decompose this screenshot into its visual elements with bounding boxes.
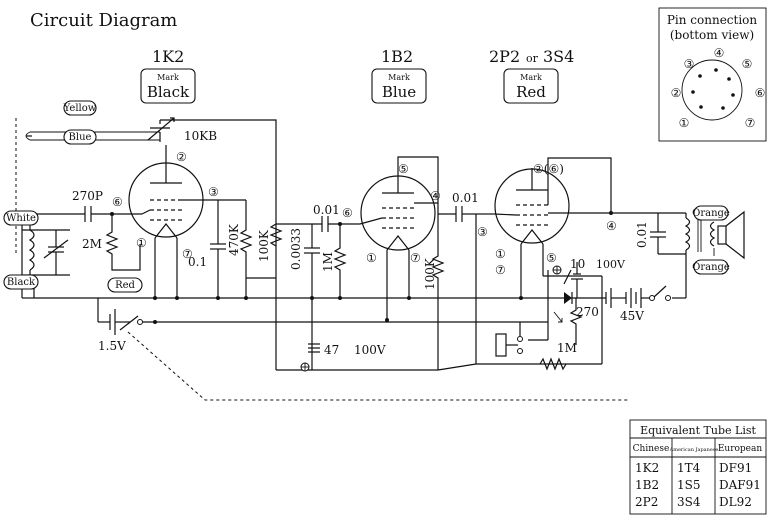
- wire-label-yellow: Yellow: [63, 103, 97, 114]
- pin-label-2: ②: [671, 86, 682, 100]
- label-100k-a: 100K: [257, 229, 271, 262]
- label-0-01-c: 0.01: [635, 221, 649, 248]
- tube1-pin: ⑥: [112, 195, 123, 209]
- tube3-mark-box: [503, 68, 559, 104]
- pin-label-7: ⑦: [745, 116, 756, 130]
- tube2-mark-color: Blue: [382, 83, 416, 101]
- equiv-header-american-japanese: American Japanese: [669, 447, 719, 453]
- tube2-mark-box: [371, 68, 427, 104]
- tube3-pin: ⑤: [546, 251, 557, 265]
- tube3-pin: ②(⑥): [533, 162, 564, 176]
- wire-label-orange-top: Orange: [692, 208, 730, 219]
- label-270p: 270P: [72, 189, 103, 203]
- label-0-01-b: 0.01: [452, 191, 479, 205]
- tube2-pin: ⑤: [398, 162, 409, 176]
- equiv-cell: 1T4: [677, 461, 701, 475]
- tube1-pin: ①: [136, 236, 147, 250]
- label-0-01-a: 0.01: [313, 203, 340, 217]
- pin-label-3: ③: [684, 57, 695, 71]
- label-0-0033: 0.0033: [289, 228, 303, 270]
- label-10: 10: [570, 257, 585, 271]
- tube3-or: or: [526, 52, 539, 65]
- equiv-cell: 1S5: [677, 478, 701, 492]
- label-270: 270: [576, 305, 599, 319]
- tube1-pin: ②: [176, 150, 187, 164]
- tube2-pin: ⑦: [410, 251, 421, 265]
- tube1-name: 1K2: [152, 47, 184, 66]
- wire-label-orange-bottom: Orange: [692, 262, 730, 273]
- label-100v-a: 100V: [596, 258, 626, 271]
- wire-label-blue: Blue: [69, 132, 92, 143]
- label-100v-b: 100V: [354, 343, 386, 357]
- equivalent-tube-table: Equivalent Tube List Chinese American Ja…: [629, 419, 767, 515]
- pin-label-5: ⑤: [742, 57, 753, 71]
- label-47: 47: [324, 343, 339, 357]
- tube2-pin: ①: [366, 251, 377, 265]
- tube3-pin: ⑦: [495, 263, 506, 277]
- tube3-pin: ④: [606, 219, 617, 233]
- pin-label-1: ①: [679, 116, 690, 130]
- equiv-header-european: European: [718, 444, 763, 454]
- equiv-cell: 3S4: [677, 495, 701, 509]
- label-0-1: 0.1: [188, 255, 207, 269]
- label-470k: 470K: [227, 223, 241, 256]
- equiv-cell: 2P2: [635, 495, 658, 509]
- pin-connection-panel: Pin connection (bottom view) ① ② ③ ④ ⑤ ⑥…: [658, 7, 767, 142]
- label-45v: 45V: [620, 309, 644, 323]
- pin-label-4: ④: [714, 46, 725, 60]
- tube3-mark-color: Red: [516, 83, 546, 101]
- tube3-pin: ①: [495, 247, 506, 261]
- label-1m-b: 1M: [557, 341, 577, 355]
- tube2-pin: ⑥: [342, 206, 353, 220]
- equiv-cell: DAF91: [719, 478, 761, 492]
- tube3-pin: ③: [477, 225, 488, 239]
- tube1-pin: ⑦: [182, 247, 193, 261]
- tube1-mark-label: Mark: [157, 73, 179, 82]
- label-1-5v: 1.5V: [98, 339, 126, 353]
- equiv-header-chinese: Chinese: [633, 444, 670, 454]
- label-100k-b: 100K: [423, 257, 437, 290]
- label-10kb: 10KB: [184, 129, 217, 143]
- tube3-name: 2P2: [489, 47, 520, 66]
- equiv-table-title: Equivalent Tube List: [640, 424, 756, 437]
- tube1-pin: ③: [208, 185, 219, 199]
- tube3-alt: 3S4: [543, 47, 574, 66]
- wire-label-white: White: [6, 213, 36, 224]
- tube1-mark-box: [140, 68, 196, 104]
- pin-connection-subtitle: (bottom view): [670, 28, 754, 42]
- tube2-mark-label: Mark: [388, 73, 410, 82]
- pin-label-6: ⑥: [755, 86, 766, 100]
- tube-pin-labels: ② ③ ⑥ ① ⑦ ⑤ ④ ⑥ ① ⑦ ②(⑥) ④ ③ ① ⑦ ⑤: [112, 150, 617, 277]
- wire-label-red: Red: [115, 280, 135, 291]
- tube3-mark-label: Mark: [520, 73, 542, 82]
- component-labels: 270P 2M 0.1 470K 100K 0.0033 0.01 1M 100…: [72, 129, 649, 357]
- equiv-cell: DL92: [719, 495, 752, 509]
- label-2m: 2M: [82, 237, 102, 251]
- label-1m-a: 1M: [321, 252, 335, 272]
- schematic-wiring: [15, 117, 745, 401]
- wire-labels: Yellow Blue White Black Red Orange Orang…: [3, 100, 730, 293]
- tube1-mark-color: Black: [147, 83, 190, 101]
- tube2-name: 1B2: [381, 47, 413, 66]
- pin-connection-title: Pin connection: [667, 13, 758, 27]
- pin-socket-circle: [681, 59, 743, 121]
- equiv-cell: 1K2: [635, 461, 659, 475]
- wire-label-black: Black: [7, 277, 36, 288]
- equiv-cell: DF91: [719, 461, 752, 475]
- equiv-cell: 1B2: [635, 478, 659, 492]
- diagram-title: Circuit Diagram: [30, 10, 177, 31]
- tube2-pin: ④: [430, 189, 441, 203]
